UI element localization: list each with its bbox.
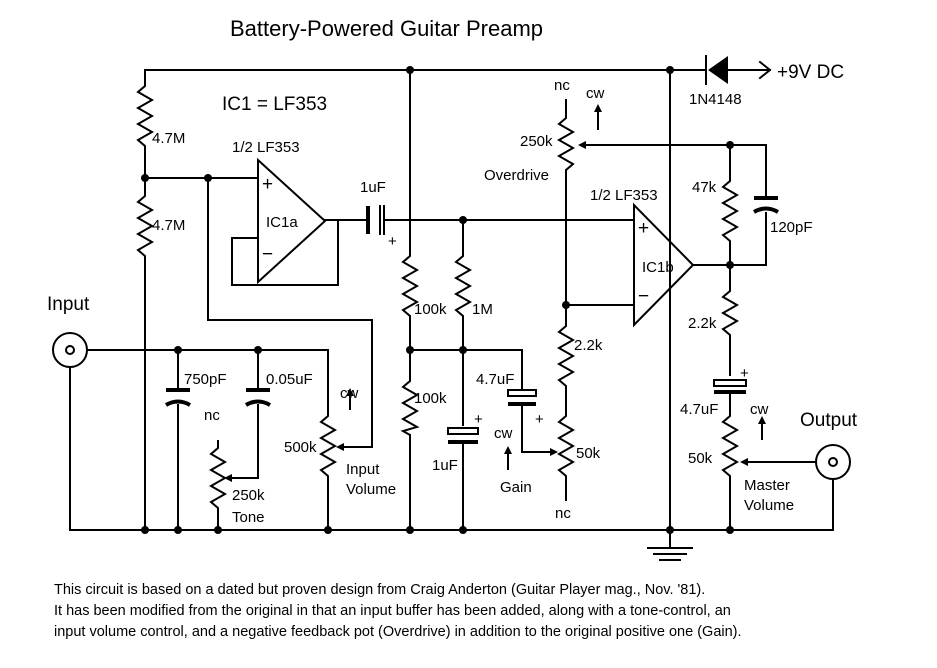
overdrive-cw: cw [586, 85, 605, 102]
output-jack [815, 444, 851, 480]
input-volume-cw: cw [340, 385, 359, 402]
gain-value: 50k [576, 445, 601, 462]
gain-nc: nc [555, 505, 571, 522]
opamp-b-minus: − [638, 286, 649, 307]
opamp-a-minus: − [262, 244, 273, 265]
caption-line-2: It has been modified from the original i… [54, 603, 731, 619]
caption-line-3: input volume control, and a negative fee… [54, 624, 742, 640]
tone-nc-label: nc [204, 407, 220, 424]
c-1uf-top-plus: + [388, 233, 397, 250]
tone-name-label: Tone [232, 509, 265, 526]
master-volume-value: 50k [688, 450, 713, 467]
c-750pf-label: 750pF [184, 371, 227, 388]
overdrive-name: Overdrive [484, 167, 549, 184]
output-label: Output [800, 410, 858, 431]
r-100k-upper-label: 100k [414, 301, 447, 318]
c-47uf-right-label: 4.7uF [680, 401, 718, 418]
opamp-a-plus: + [262, 174, 273, 195]
overdrive-value: 250k [520, 133, 553, 150]
opamp-ic1a [231, 157, 327, 285]
opamp-a-name: IC1a [266, 214, 298, 231]
caption: This circuit is based on a dated but pro… [54, 580, 934, 643]
c-1uf-bottom-plus: + [474, 411, 483, 428]
c-47uf-left-label: 4.7uF [476, 371, 514, 388]
r-bottom-label: 4.7M [152, 217, 185, 234]
c-1uf-top-label: 1uF [360, 179, 386, 196]
master-volume-name-2: Volume [744, 497, 794, 514]
input-volume-value: 500k [284, 439, 317, 456]
overdrive-nc: nc [554, 77, 570, 94]
gain-cw: cw [494, 425, 513, 442]
opamp-b-plus: + [638, 218, 649, 239]
caption-line-1: This circuit is based on a dated but pro… [54, 582, 706, 598]
diode-1n4148 [705, 55, 772, 85]
opamp-b-name: IC1b [642, 259, 674, 276]
supply-label: +9V DC [777, 62, 844, 83]
opamp-b-header: 1/2 LF353 [590, 187, 658, 204]
input-jack [52, 332, 88, 368]
r-100k-lower-label: 100k [414, 390, 447, 407]
c-47uf-right-plus: + [740, 365, 749, 382]
opamp-a-header: 1/2 LF353 [232, 139, 300, 156]
c-120pf-label: 120pF [770, 219, 813, 236]
input-label: Input [47, 294, 90, 315]
ic-note: IC1 = LF353 [222, 94, 327, 115]
r-22k-right-label: 2.2k [688, 315, 717, 332]
pot-symbols [208, 104, 766, 520]
opamp-ic1b [633, 202, 695, 328]
junction-dots [141, 66, 734, 534]
r-top-label: 4.7M [152, 130, 185, 147]
tone-value-label: 250k [232, 487, 265, 504]
input-volume-name-1: Input [346, 461, 380, 478]
c-47uf-left-plus: + [535, 411, 544, 428]
master-volume-cw: cw [750, 401, 769, 418]
c-1uf-bottom-label: 1uF [432, 457, 458, 474]
master-volume-name-1: Master [744, 477, 790, 494]
resistor-symbols [135, 80, 740, 436]
diagram-title: Battery-Powered Guitar Preamp [230, 16, 543, 41]
capacitor-symbols [164, 196, 780, 444]
r-1m-label: 1M [472, 301, 493, 318]
ground-symbol [647, 547, 693, 561]
r-47k-label: 47k [692, 179, 717, 196]
gain-name: Gain [500, 479, 532, 496]
diode-label: 1N4148 [689, 91, 742, 108]
r-22k-left-label: 2.2k [574, 337, 603, 354]
input-volume-name-2: Volume [346, 481, 396, 498]
c-005uf-label: 0.05uF [266, 371, 313, 388]
